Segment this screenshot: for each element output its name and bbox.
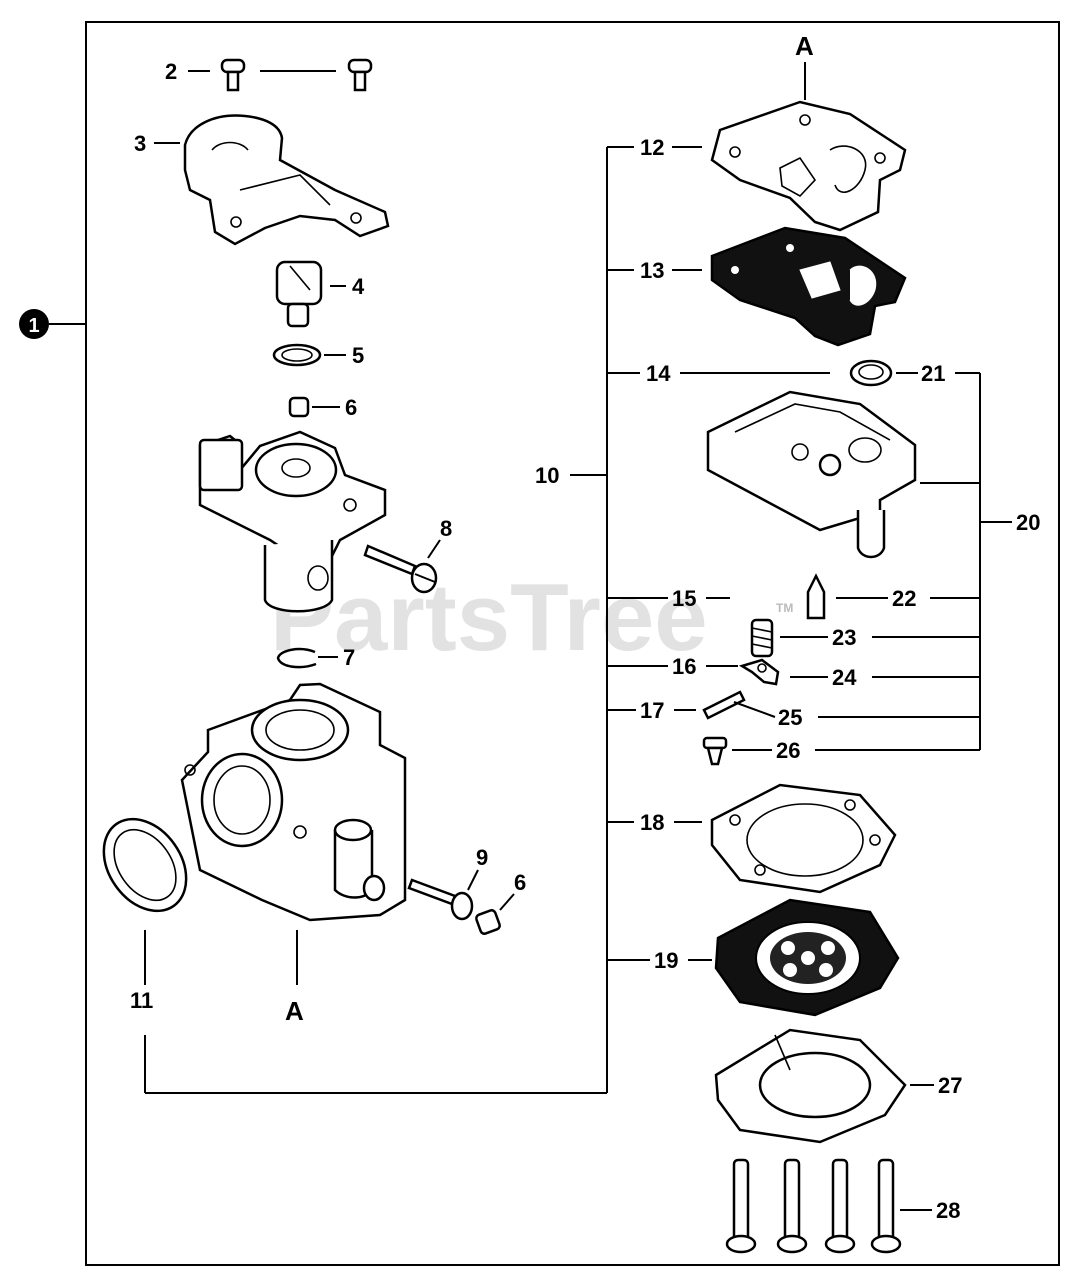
part-5-oring: 5 (272, 343, 364, 368)
svg-text:27: 27 (938, 1073, 962, 1098)
svg-text:25: 25 (778, 705, 802, 730)
part-3-bracket: 3 (134, 114, 390, 246)
svg-text:11: 11 (130, 988, 153, 1013)
svg-text:28: 28 (936, 1198, 960, 1223)
svg-text:20: 20 (1016, 510, 1040, 535)
part-11-seal: 11 (102, 817, 188, 1013)
throttle-housing (198, 430, 387, 613)
part-27-cover: 27 (714, 1028, 962, 1144)
part-6-plug-top: 6 (288, 395, 357, 420)
watermark: PartsTree (270, 564, 708, 671)
svg-text:8: 8 (440, 516, 452, 541)
svg-text:7: 7 (343, 645, 355, 670)
svg-text:19: 19 (654, 948, 678, 973)
svg-text:1: 1 (28, 315, 39, 337)
part-15-22-needle: 15 22 (672, 573, 916, 620)
svg-text:26: 26 (776, 738, 800, 763)
svg-text:17: 17 (640, 698, 664, 723)
part-17-25-pin: 17 25 (640, 690, 802, 730)
svg-text:23: 23 (832, 625, 856, 650)
svg-text:24: 24 (832, 665, 857, 690)
svg-text:6: 6 (345, 395, 357, 420)
svg-text:12: 12 (640, 135, 664, 160)
svg-text:14: 14 (646, 361, 671, 386)
svg-text:10: 10 (535, 463, 559, 488)
part-7-eclip: 7 (276, 645, 355, 670)
diagram-frame (85, 21, 1060, 1266)
kit-10-bracket: 10 (144, 146, 668, 1094)
part-16-24-lever: 16 24 (672, 654, 857, 690)
svg-text:18: 18 (640, 810, 664, 835)
part-4-needle: 4 (275, 260, 365, 328)
reference-a-top: A (795, 31, 814, 100)
kit-20-bracket: 20 (815, 372, 1040, 751)
svg-text:15: 15 (672, 586, 696, 611)
svg-text:3: 3 (134, 131, 146, 156)
svg-text:16: 16 (672, 654, 696, 679)
svg-text:4: 4 (352, 274, 365, 299)
part-14-21-screen: 14 21 (646, 359, 945, 387)
part-18-gasket: 18 (640, 783, 897, 894)
svg-text:A: A (285, 996, 304, 1026)
part-26-screw: 26 (702, 736, 800, 766)
svg-text:6: 6 (514, 870, 526, 895)
svg-text:21: 21 (921, 361, 945, 386)
part-12-gasket: 12 (640, 100, 907, 232)
part-19-diaphragm: 19 (654, 898, 900, 1017)
svg-text:2: 2 (165, 59, 177, 84)
part-8-screw: 8 (363, 516, 452, 594)
carburetor-body (180, 682, 407, 922)
svg-text:A: A (795, 31, 814, 61)
kit-callout: 1 (19, 309, 86, 339)
part-13-diaphragm: 13 (640, 226, 907, 347)
reference-a-bottom: A (285, 930, 304, 1026)
part-23-spring: 23 (750, 618, 856, 658)
part-2-screws: 2 (165, 58, 373, 92)
part-9-screw: 9 (407, 845, 488, 921)
part-6-plug-bottom: 6 (475, 870, 526, 935)
svg-text:22: 22 (892, 586, 916, 611)
svg-text:13: 13 (640, 258, 664, 283)
part-28-screws: 28 (725, 1158, 960, 1254)
svg-text:9: 9 (476, 845, 488, 870)
part-20-pump-body (706, 390, 980, 559)
svg-text:5: 5 (352, 343, 364, 368)
watermark-trademark: TM (776, 601, 793, 615)
